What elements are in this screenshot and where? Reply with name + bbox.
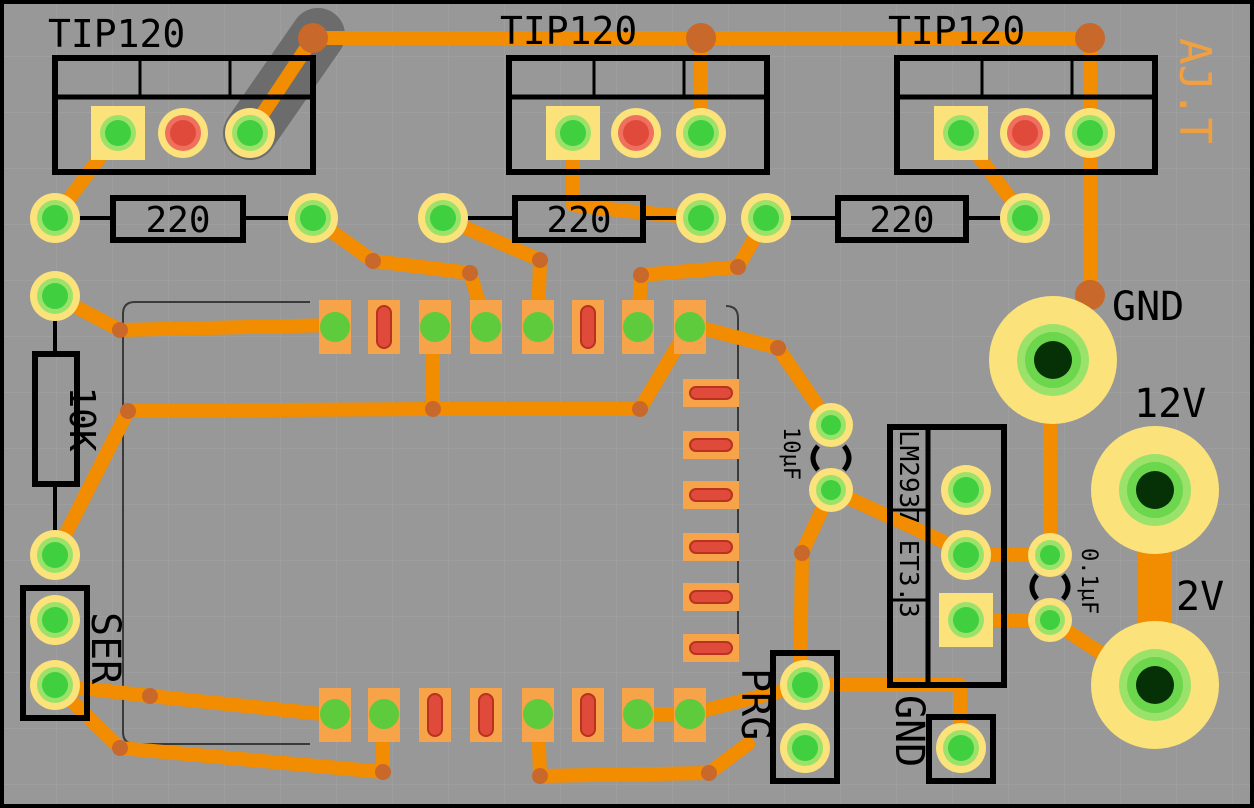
capacitor-pin	[1028, 533, 1072, 577]
module-pad-bottom	[622, 688, 654, 742]
module-pad-top	[572, 300, 604, 354]
power-pad-2v	[1091, 621, 1219, 749]
power-label-12v: 12V	[1134, 381, 1206, 427]
capacitor-pin	[809, 468, 853, 512]
vias	[112, 23, 1105, 784]
resistor-4-label: 10K	[61, 386, 102, 451]
resistor-pin	[1000, 193, 1050, 243]
transistor-pin	[934, 106, 988, 160]
module-pad-top	[319, 300, 351, 354]
resistor-3: 220	[786, 195, 1005, 243]
transistor-3: TIP120	[888, 9, 1158, 175]
capacitor-1-label: 10µF	[778, 427, 803, 480]
resistor-pin	[418, 193, 468, 243]
resistor-pin	[30, 271, 80, 321]
module-pad-side	[683, 379, 739, 407]
module-pad-side	[683, 533, 739, 561]
resistor-1: 220	[75, 195, 295, 243]
transistor-1: TIP120	[48, 12, 316, 175]
transistor-pin	[676, 108, 726, 158]
module-outline-right	[725, 305, 739, 660]
module-pad-top	[522, 300, 554, 354]
prg-pin	[780, 660, 830, 710]
module-pad-bottom	[368, 688, 400, 742]
transistor-2: TIP120	[500, 9, 770, 175]
resistor-2: 220	[463, 195, 682, 243]
resistor-pin	[676, 193, 726, 243]
module-pad-bottom	[572, 688, 604, 742]
regulator-pin	[939, 593, 993, 647]
regulator-label: LM2937 ET3.3	[893, 430, 923, 618]
module-pad-top	[419, 300, 451, 354]
transistor-3-label: TIP120	[888, 9, 1025, 53]
module-pad-bottom	[522, 688, 554, 742]
capacitor-pin	[1028, 598, 1072, 642]
transistor-1-label: TIP120	[48, 12, 185, 56]
module-pad-side	[683, 583, 739, 611]
module-pad-side	[683, 481, 739, 509]
module-pad-top	[622, 300, 654, 354]
gnd-header-pin	[936, 723, 986, 773]
power-label-gnd: GND	[1112, 284, 1184, 330]
capacitor-pin	[809, 403, 853, 447]
ser-pin	[30, 660, 80, 710]
regulator: LM2937 ET3.3	[887, 424, 1007, 688]
power-label-2v: 2V	[1176, 574, 1224, 620]
module-pad-top	[674, 300, 706, 354]
regulator-pin	[941, 465, 991, 515]
module-pad-bottom	[674, 688, 706, 742]
module-pad-bottom	[470, 688, 502, 742]
transistor-pin	[158, 108, 208, 158]
capacitor-2-label: 0.1µF	[1076, 548, 1101, 614]
prg-pin	[780, 723, 830, 773]
transistor-pin	[546, 106, 600, 160]
resistor-3-label: 220	[869, 200, 934, 241]
transistor-pin	[225, 108, 275, 158]
prg-header	[770, 650, 840, 784]
gnd-header	[926, 714, 996, 784]
module-pad-side	[683, 634, 739, 662]
power-pad-gnd	[989, 296, 1117, 424]
transistor-pin	[611, 108, 661, 158]
resistor-pin	[30, 193, 80, 243]
transistor-pin	[1065, 108, 1115, 158]
resistor-pin	[30, 530, 80, 580]
transistor-pin	[91, 106, 145, 160]
power-pad-12v	[1091, 426, 1219, 554]
regulator-pin	[941, 530, 991, 580]
capacitor-2	[1029, 573, 1071, 601]
board-signature: AJ.T	[1169, 38, 1220, 144]
ser-pin	[30, 595, 80, 645]
ser-label: SER	[82, 612, 128, 685]
module-pad-bottom	[419, 688, 451, 742]
module-pad-side	[683, 431, 739, 459]
pads	[30, 106, 1219, 773]
transistor-2-label: TIP120	[500, 9, 637, 53]
capacitor-1	[810, 444, 852, 472]
transistor-pin	[1000, 108, 1050, 158]
resistor-2-label: 220	[546, 200, 611, 241]
prg-label: PRG	[732, 668, 778, 740]
module-pad-top	[470, 300, 502, 354]
module-pad-top	[368, 300, 400, 354]
resistor-pin	[288, 193, 338, 243]
resistor-pin	[741, 193, 791, 243]
gnd-header-label: GND	[886, 695, 932, 767]
resistor-1-label: 220	[145, 200, 210, 241]
module-pad-bottom	[319, 688, 351, 742]
ser-header	[20, 585, 90, 721]
resistor-4: 10K	[32, 316, 102, 535]
